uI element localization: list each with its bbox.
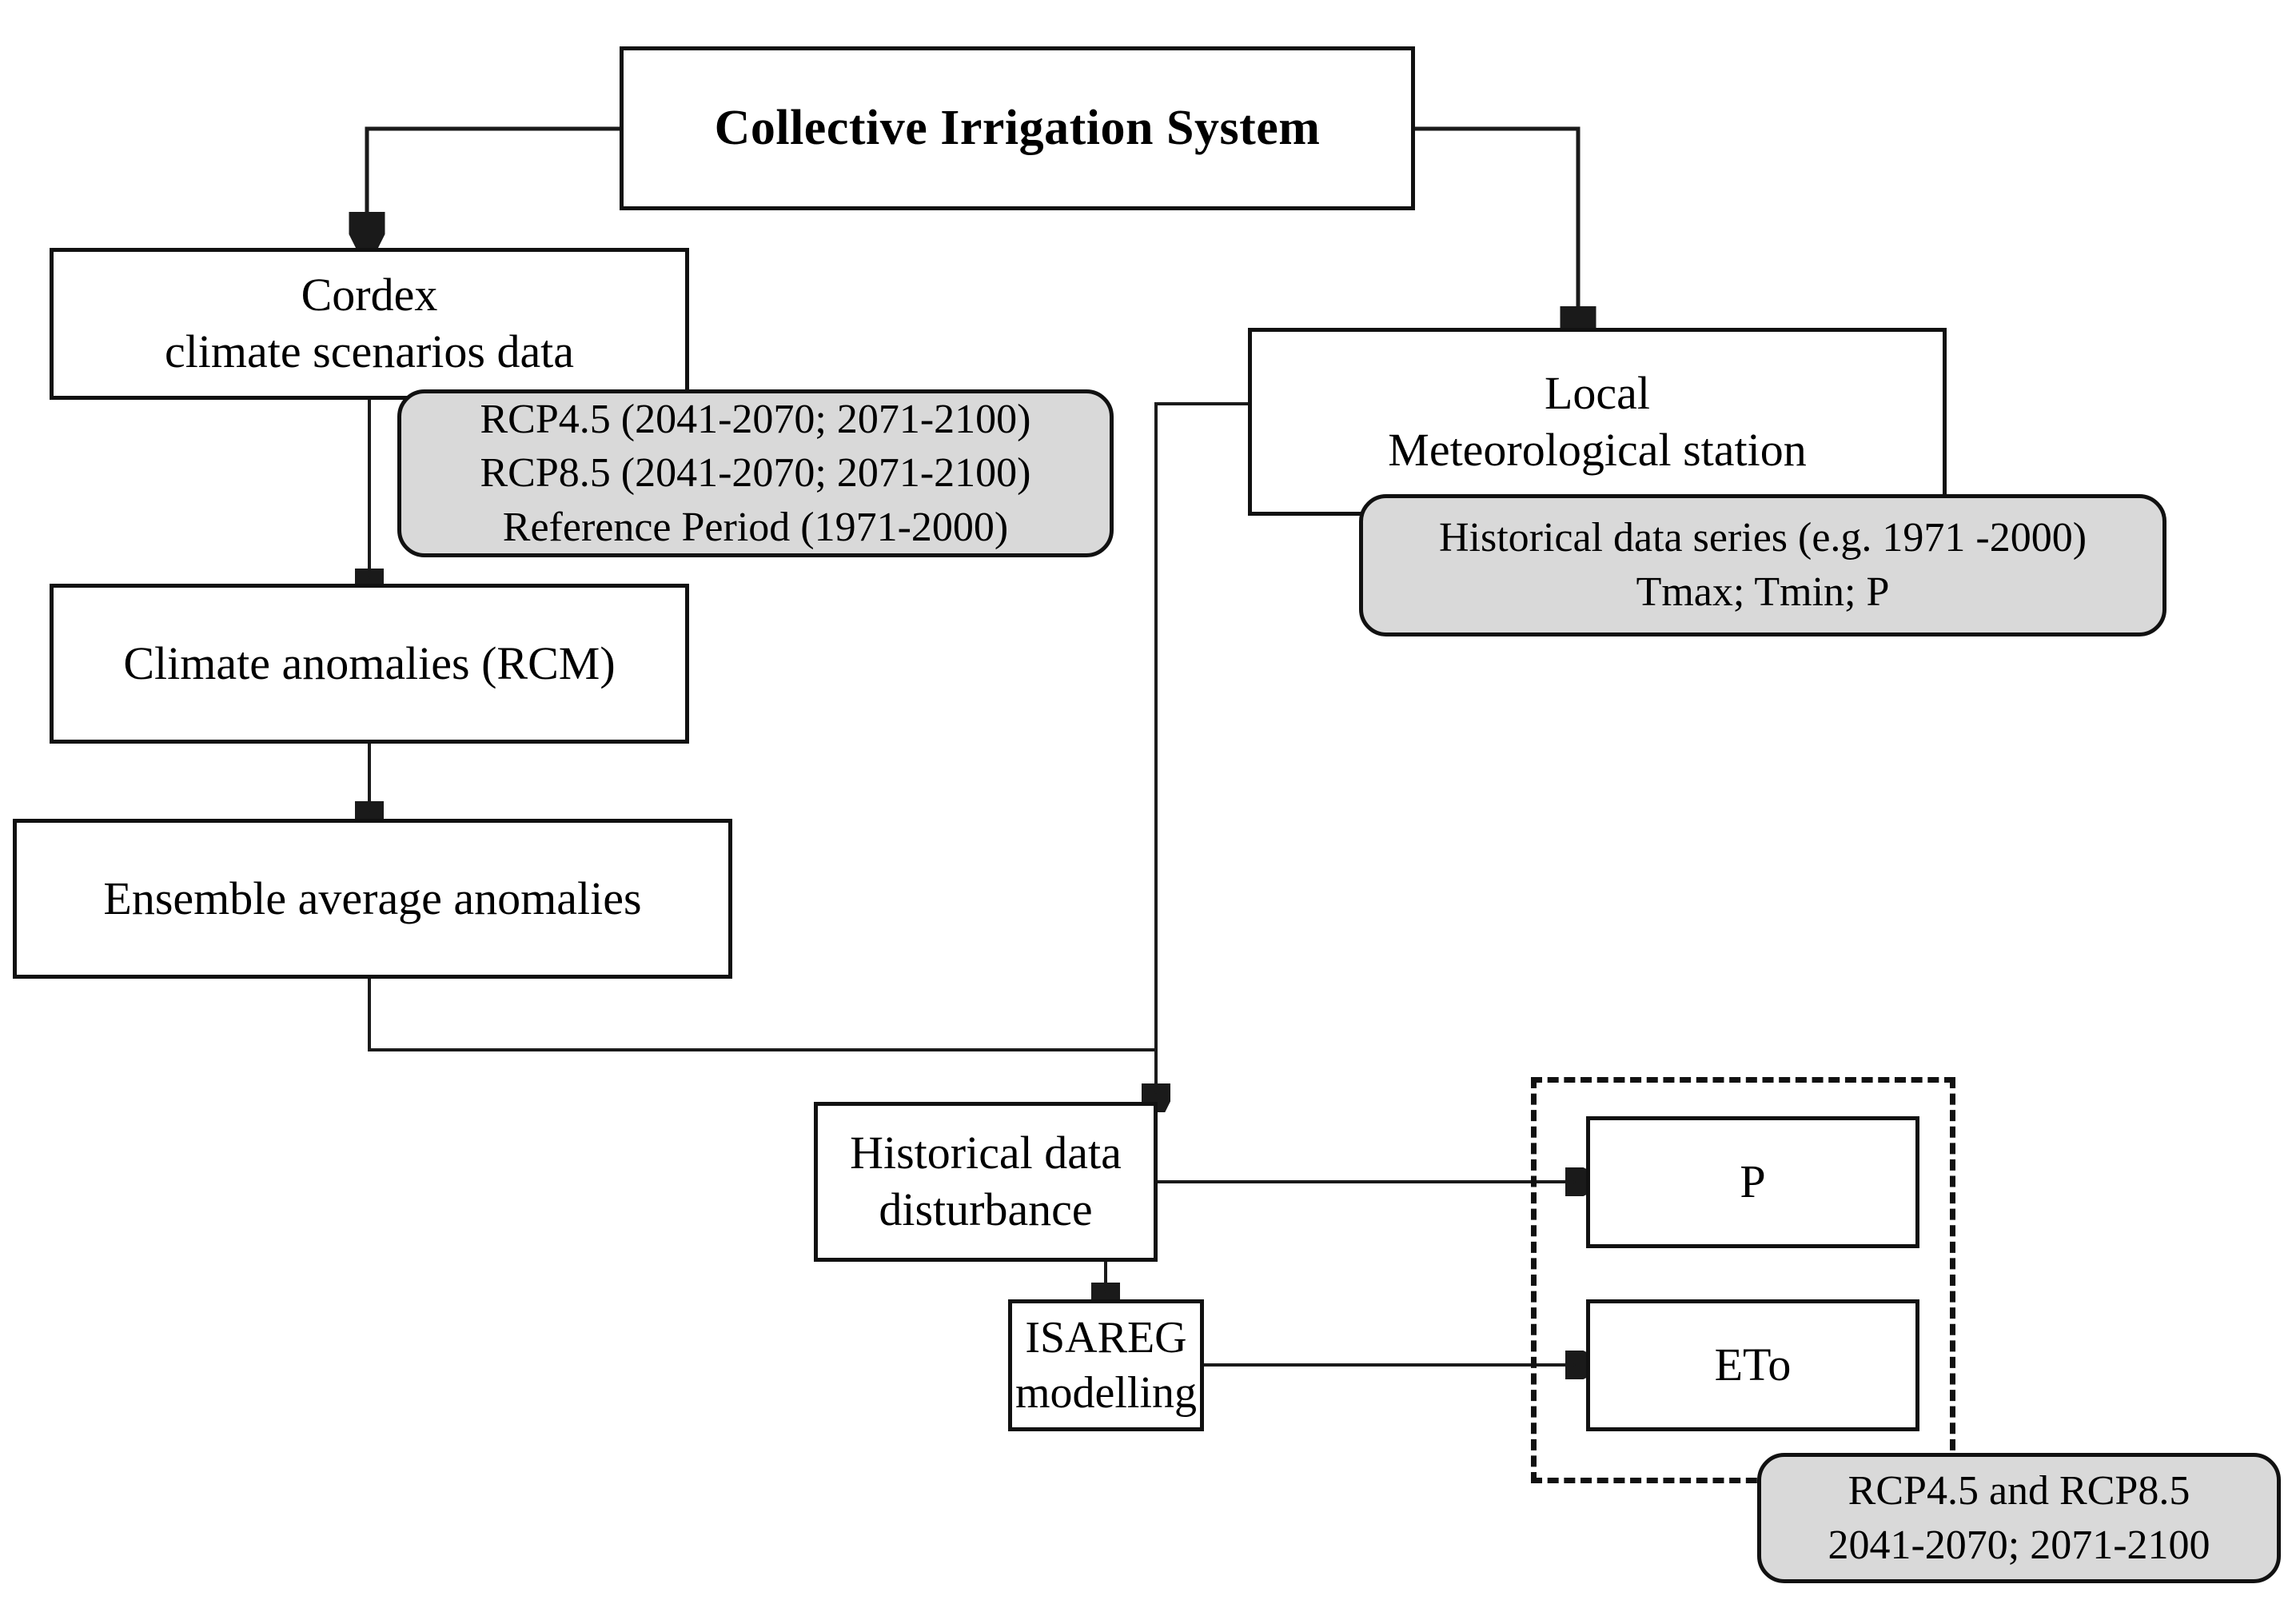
node-label-line1: Cordex xyxy=(301,269,438,321)
node-ensemble-average-anomalies[interactable]: Ensemble average anomalies xyxy=(13,819,732,979)
node-cordex-climate-scenarios[interactable]: Cordex climate scenarios data xyxy=(50,248,689,400)
node-label-line1: ISAREG xyxy=(1025,1313,1187,1363)
node-label-line2: modelling xyxy=(1014,1367,1198,1418)
node-historical-data-disturbance[interactable]: Historical data disturbance xyxy=(814,1102,1158,1262)
link-system-to-cordex xyxy=(367,126,620,229)
node-isareg-modelling[interactable]: ISAREG modelling xyxy=(1008,1299,1204,1431)
outputs-group-dashed-box xyxy=(1531,1077,1955,1483)
note-line1: RCP4.5 (2041-2070; 2071-2100) xyxy=(480,396,1031,442)
node-label-line2: Meteorological station xyxy=(1388,423,1807,476)
note-output-rcp-periods: RCP4.5 and RCP8.5 2041-2070; 2071-2100 xyxy=(1757,1453,2281,1583)
node-label: P xyxy=(1740,1155,1766,1208)
node-climate-anomalies-rcm[interactable]: Climate anomalies (RCM) xyxy=(50,584,689,744)
node-label-line2: climate scenarios data xyxy=(164,325,575,377)
note-line3: Reference Period (1971-2000) xyxy=(502,504,1009,550)
note-line1: RCP4.5 and RCP8.5 xyxy=(1848,1467,2190,1514)
note-line1: Historical data series (e.g. 1971 -2000) xyxy=(1438,515,2087,561)
node-label: Collective Irrigation System xyxy=(714,100,1321,155)
node-label-line1: Local xyxy=(1544,366,1651,419)
link-ensemble-to-trunk xyxy=(368,977,1156,1051)
node-output-eto[interactable]: ETo xyxy=(1586,1299,1919,1431)
note-line2: 2041-2070; 2071-2100 xyxy=(1828,1522,2210,1568)
node-label: Historical data disturbance xyxy=(850,1127,1122,1235)
note-line2: Tmax; Tmin; P xyxy=(1636,569,1890,615)
link-station-to-disturbance xyxy=(1156,402,1248,1097)
note-cordex-scenarios: RCP4.5 (2041-2070; 2071-2100) RCP8.5 (20… xyxy=(397,389,1114,557)
node-output-p[interactable]: P xyxy=(1586,1116,1919,1248)
node-collective-irrigation-system[interactable]: Collective Irrigation System xyxy=(620,46,1415,210)
node-label: ETo xyxy=(1714,1339,1792,1391)
node-label: Climate anomalies (RCM) xyxy=(123,636,616,689)
link-system-to-station xyxy=(1415,126,1578,323)
node-local-meteorological-station[interactable]: Local Meteorological station xyxy=(1248,328,1947,516)
node-label: Ensemble average anomalies xyxy=(103,872,642,924)
note-line2: RCP8.5 (2041-2070; 2071-2100) xyxy=(480,450,1031,497)
note-station-historical-series: Historical data series (e.g. 1971 -2000)… xyxy=(1359,494,2166,636)
